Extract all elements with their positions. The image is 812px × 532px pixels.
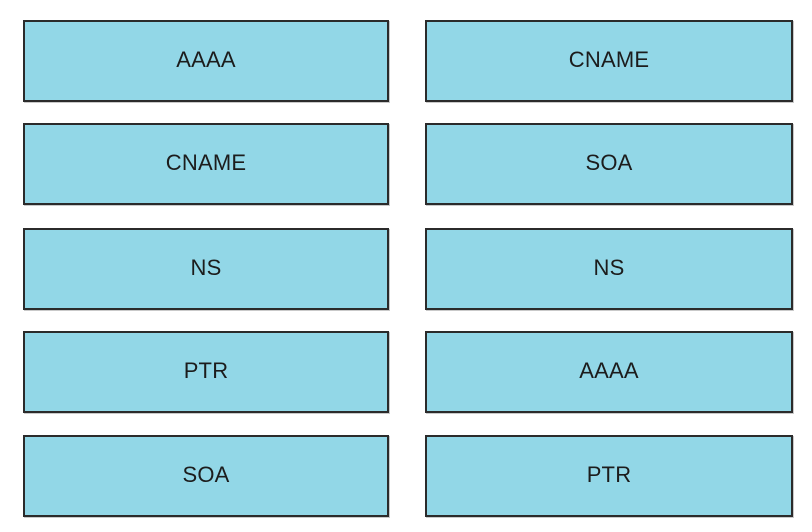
left-record-box-1[interactable]: AAAA — [23, 20, 389, 102]
right-record-label-1: CNAME — [568, 47, 650, 72]
left-record-label-2: CNAME — [165, 150, 247, 175]
right-record-column: CNAME SOA NS AAAA PTR — [425, 0, 793, 532]
left-record-label-5: SOA — [182, 462, 230, 487]
left-record-column: AAAA CNAME NS PTR SOA — [23, 0, 389, 532]
left-record-box-2[interactable]: CNAME — [23, 123, 389, 205]
right-record-box-4[interactable]: AAAA — [425, 331, 793, 413]
right-record-box-3[interactable]: NS — [425, 228, 793, 310]
right-record-box-5[interactable]: PTR — [425, 435, 793, 517]
right-record-label-2: SOA — [585, 150, 633, 175]
left-record-box-3[interactable]: NS — [23, 228, 389, 310]
right-record-box-2[interactable]: SOA — [425, 123, 793, 205]
right-record-label-5: PTR — [586, 462, 632, 487]
left-record-label-1: AAAA — [176, 47, 236, 72]
right-record-label-4: AAAA — [579, 358, 639, 383]
left-record-box-4[interactable]: PTR — [23, 331, 389, 413]
left-record-label-4: PTR — [183, 358, 229, 383]
left-record-box-5[interactable]: SOA — [23, 435, 389, 517]
left-record-label-3: NS — [190, 255, 222, 280]
right-record-label-3: NS — [593, 255, 625, 280]
right-record-box-1[interactable]: CNAME — [425, 20, 793, 102]
